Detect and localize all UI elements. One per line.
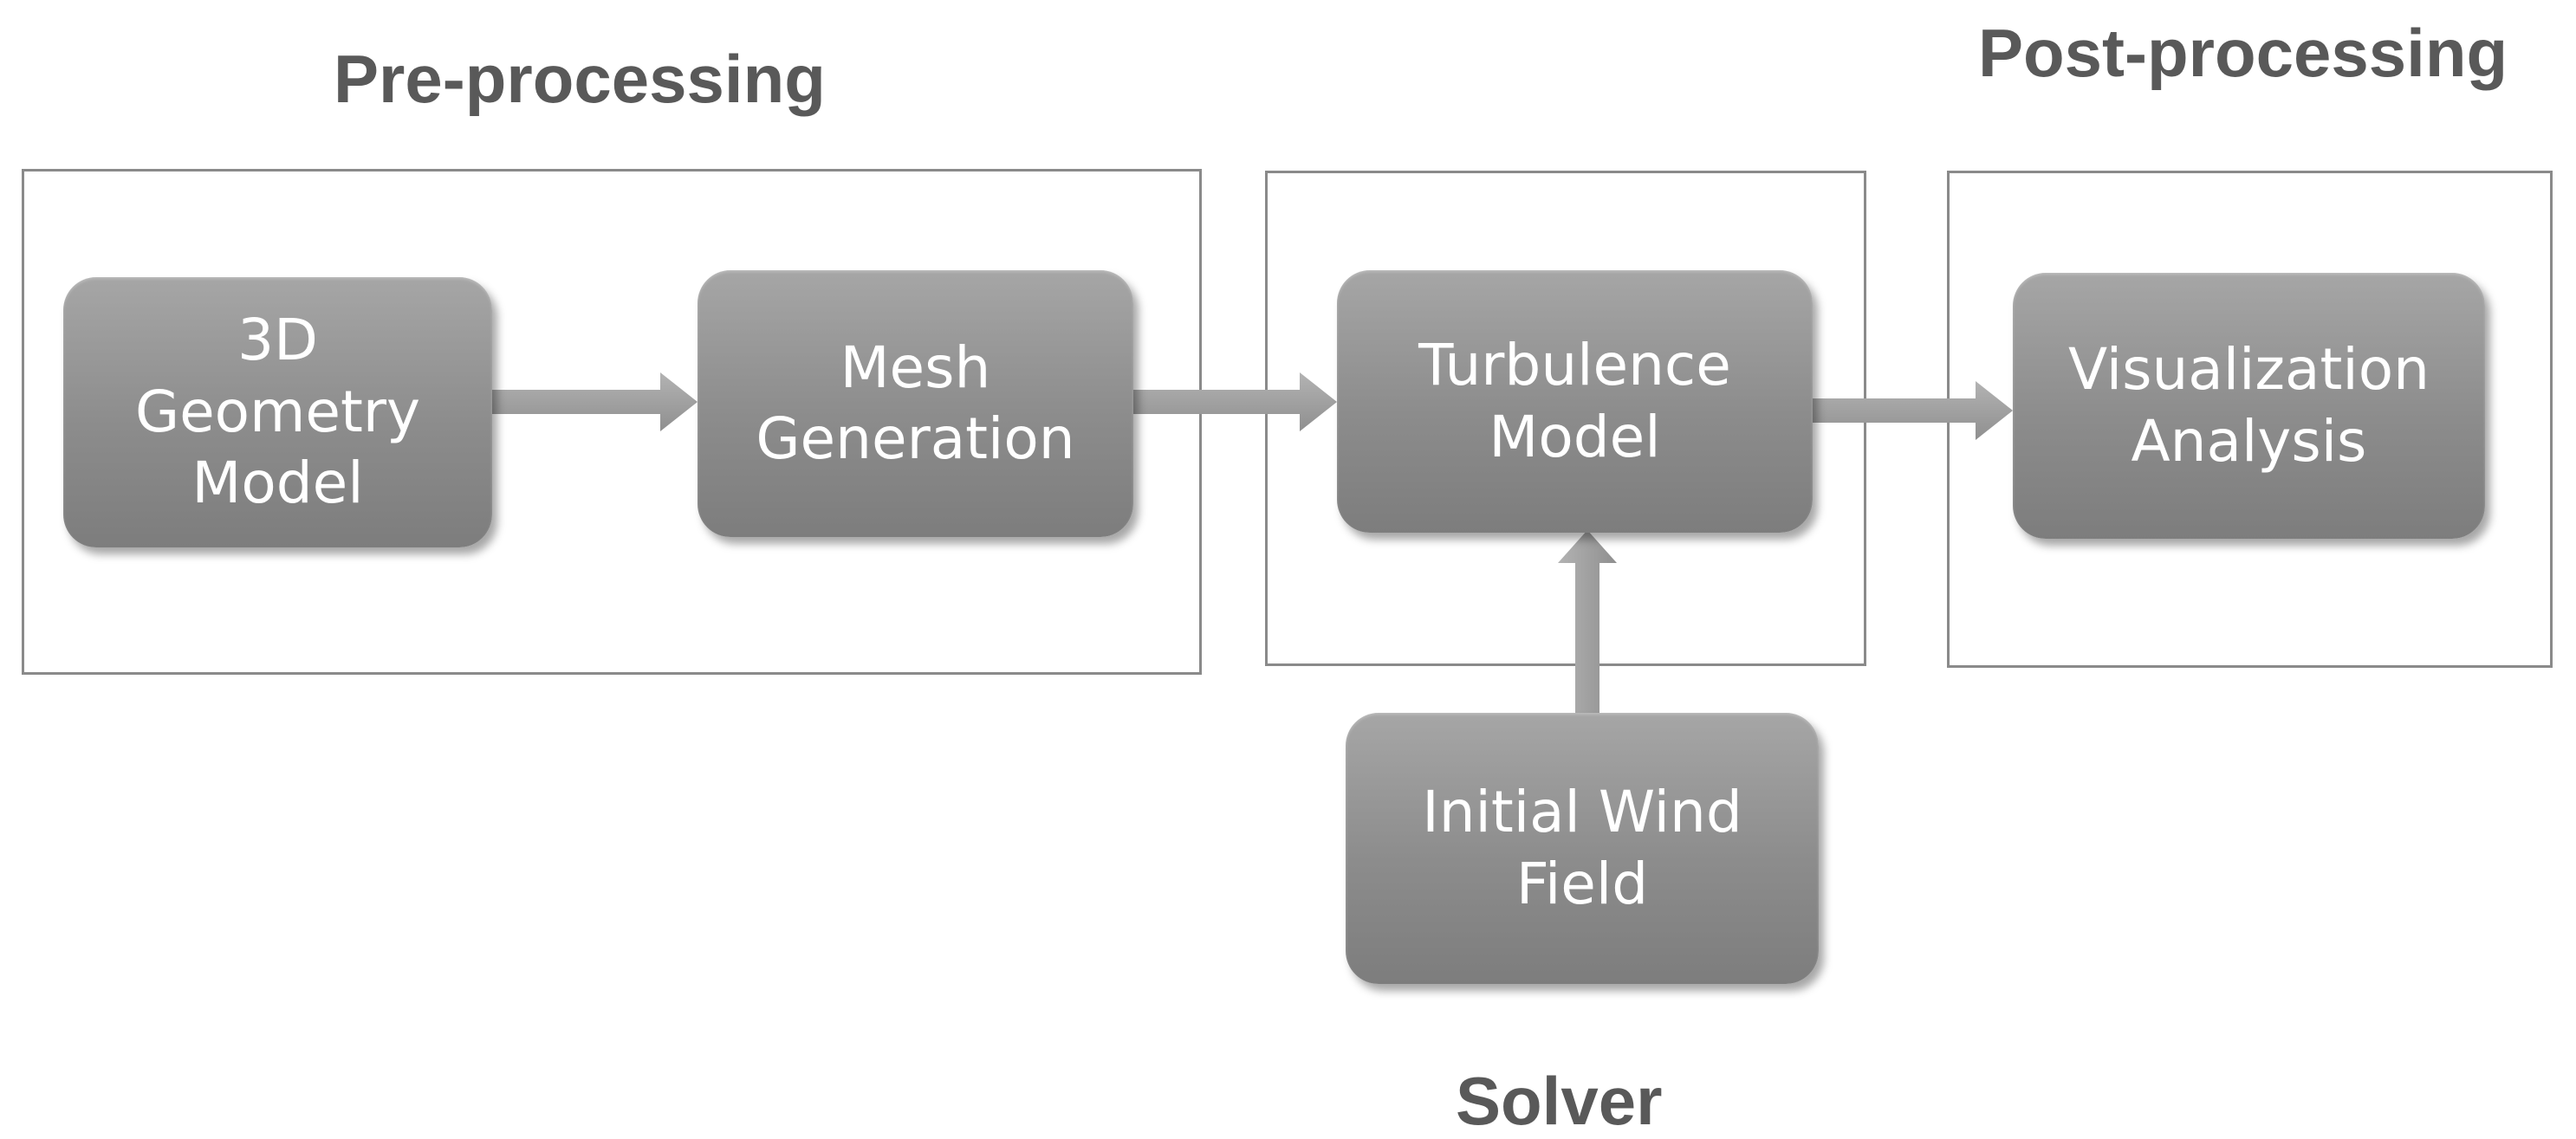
arrow-wind-to-turbulence — [1558, 530, 1617, 713]
visualization-analysis-node: Visualization Analysis — [2013, 273, 2485, 539]
geometry-model-node: 3D Geometry Model — [63, 277, 492, 547]
geometry-model-label: 3D Geometry Model — [134, 307, 421, 517]
arrow-mesh-to-turbulence — [1133, 372, 1337, 431]
turbulence-model-label: Turbulence Model — [1418, 332, 1731, 470]
visualization-analysis-label: Visualization Analysis — [2068, 336, 2430, 475]
post-processing-title: Post-processing — [1978, 15, 2508, 91]
arrow-geometry-to-mesh — [492, 372, 698, 431]
pre-processing-frame — [22, 169, 1202, 675]
solver-title: Solver — [1456, 1063, 1663, 1139]
mesh-generation-label: Mesh Generation — [756, 333, 1075, 473]
mesh-generation-node: Mesh Generation — [698, 270, 1133, 537]
initial-wind-field-label: Initial Wind Field — [1422, 779, 1742, 917]
turbulence-model-node: Turbulence Model — [1337, 270, 1813, 533]
initial-wind-field-node: Initial Wind Field — [1346, 713, 1819, 984]
arrow-turbulence-to-visualization — [1813, 381, 2013, 440]
pre-processing-title: Pre-processing — [334, 41, 826, 117]
